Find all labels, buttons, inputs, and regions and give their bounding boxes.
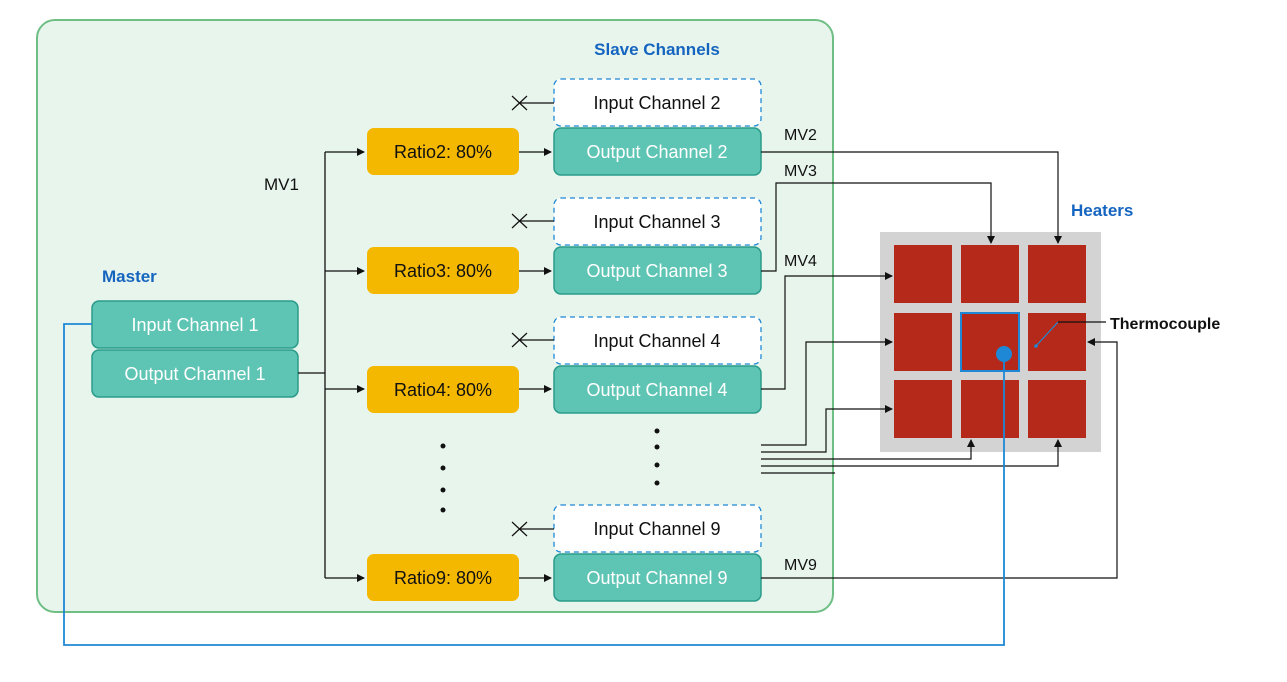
mv1-bus [298,148,365,582]
disconnected-x-4 [511,332,554,348]
ratio-block-3 [367,247,519,294]
thermocouple-feedback-line [63,323,1005,646]
heater-9 [1028,380,1086,438]
slave-row-3: Ratio3: 80% Input Channel 3 Output Chann… [367,163,817,295]
mv1-label: MV1 [264,175,299,194]
output-channel-4-label: Output Channel 4 [586,380,727,400]
ratio-label-4: Ratio4: 80% [394,380,492,400]
master-output-label: Output Channel 1 [124,364,265,384]
heater-7 [894,380,952,438]
heater-grid [880,232,1106,452]
slave-row-9: Ratio9: 80% Input Channel 9 Output Chann… [367,504,817,602]
heaters-title: Heaters [1071,201,1133,220]
input-channel-4-label: Input Channel 4 [593,331,720,351]
ratio-label-9: Ratio9: 80% [394,568,492,588]
slave-row-2: Ratio2: 80% Input Channel 2 Output Chann… [367,78,817,176]
mv3-label: MV3 [784,163,817,180]
ratio-label-3: Ratio3: 80% [394,261,492,281]
thermocouple-label: Thermocouple [1110,316,1220,333]
heater-5-center [960,312,1020,372]
mv2-label: MV2 [784,127,817,144]
ellipsis-dots-output [654,428,660,486]
ratio-block-2 [367,128,519,175]
mv9-label: MV9 [784,557,817,574]
output-channel-2-label: Output Channel 2 [586,142,727,162]
heater-4 [894,313,952,371]
ellipsis-dots-ratio [440,443,446,513]
mv-wires [761,151,1118,579]
input-channel-2-label: Input Channel 2 [593,93,720,113]
mv4-label: MV4 [784,253,817,270]
input-channel-3-label: Input Channel 3 [593,212,720,232]
disconnected-x-2 [511,95,554,111]
disconnected-x-3 [511,213,554,229]
output-channel-9-label: Output Channel 9 [586,568,727,588]
output-channel-3-label: Output Channel 3 [586,261,727,281]
ratio-label-2: Ratio2: 80% [394,142,492,162]
disconnected-x-9 [511,521,554,537]
master-output-channel: Output Channel 1 [91,349,299,398]
heater-3 [1028,245,1086,303]
heater-1 [894,245,952,303]
slave-channels-title: Slave Channels [594,40,720,59]
heater-8 [961,380,1019,438]
master-input-label: Input Channel 1 [131,315,258,335]
input-channel-9-label: Input Channel 9 [593,519,720,539]
ratio-block-4 [367,366,519,413]
slave-row-4: Ratio4: 80% Input Channel 4 Output Chann… [367,253,817,414]
master-input-channel: Input Channel 1 [91,300,299,349]
master-title: Master [102,267,157,286]
heater-2 [961,245,1019,303]
ratio-block-9 [367,554,519,601]
